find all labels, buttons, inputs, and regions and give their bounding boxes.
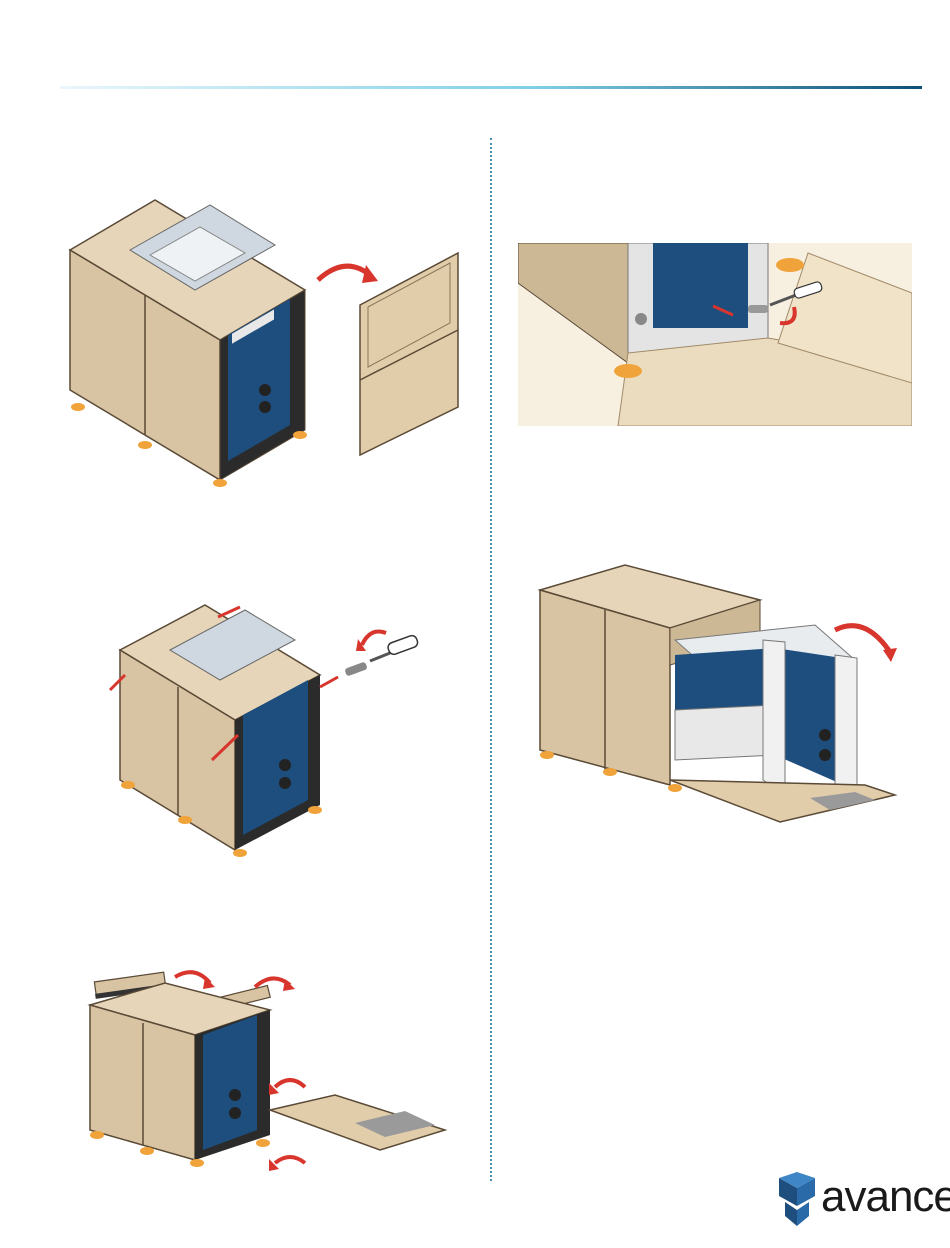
figure-unscrew-crate — [100, 595, 420, 865]
figure-remove-caster-screw — [518, 243, 912, 426]
figure-roll-machine-out — [535, 560, 905, 830]
header-rule — [60, 86, 922, 89]
column-divider — [490, 138, 492, 1181]
avance-logo-icon — [775, 1172, 819, 1226]
figure-remove-front-panel — [60, 195, 470, 495]
brand-logo-text: avance — [821, 1172, 950, 1222]
figure-remove-top-and-ramp — [85, 965, 455, 1175]
brand-logo: avance — [775, 1172, 945, 1228]
